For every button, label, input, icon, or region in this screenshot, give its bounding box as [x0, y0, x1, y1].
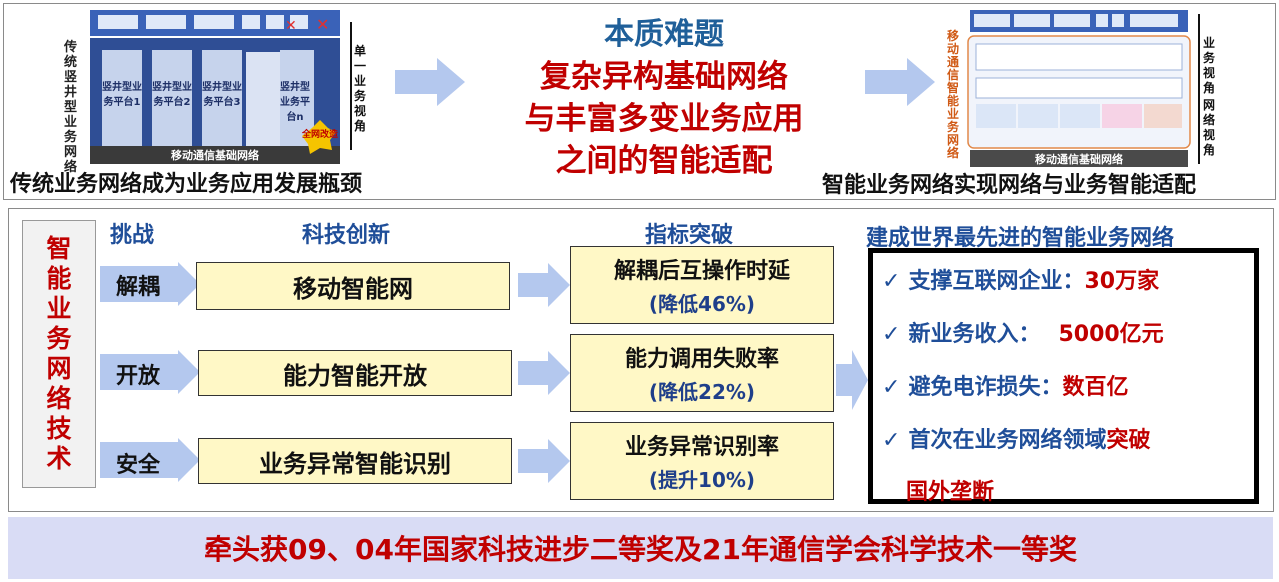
center-line-4: 之间的智能适配 — [555, 143, 773, 179]
center-statement: 本质难题 复杂异构基础网络 与丰富多变业务应用 之间的智能适配 — [468, 14, 860, 182]
row-3-challenge: 安全 — [116, 453, 161, 478]
left-diagram: ✕ ✕ — [80, 8, 342, 165]
center-line-2: 复杂异构基础网络 — [540, 59, 788, 95]
result-2-label: 新业务收入： — [908, 322, 1041, 347]
results-box — [868, 248, 1259, 504]
row-2-metric: 能力调用失败率 — [624, 347, 779, 372]
row-1-metric: 解耦后互操作时延 — [613, 259, 790, 284]
check-icon: ✓ — [882, 375, 901, 400]
right-caption: 智能业务网络实现网络与业务智能适配 — [822, 173, 1197, 198]
result-item-2: ✓ 新业务收入： 5000亿元 — [882, 316, 1164, 348]
left-diagram-right-arrow — [350, 22, 352, 150]
row-2-challenge: 开放 — [116, 364, 161, 389]
check-icon: ✓ — [882, 269, 901, 294]
right-diagram-side-label: 移动通信智能业务网络 — [947, 29, 960, 160]
result-item-4: ✓ 首次在业务网络领域突破 — [882, 422, 1150, 454]
result-item-1: ✓ 支撑互联网企业：30万家 — [882, 263, 1159, 295]
row-2-innovation-box: 能力智能开放 — [198, 350, 512, 396]
result-1-label: 支撑互联网企业： — [908, 269, 1085, 294]
right-diagram-view-network: 网络视角 — [1203, 98, 1216, 157]
vertical-title-box: 智能业务网络技术 — [22, 220, 96, 488]
vertical-title: 智能业务网络技术 — [46, 234, 72, 473]
platform-1-label: 竖井型业务平台1 — [102, 82, 142, 108]
left-diagram-bottom-bar: 移动通信基础网络 — [171, 149, 259, 162]
middle-panel — [8, 208, 1274, 512]
result-3-label: 避免电诈损失： — [908, 375, 1063, 400]
right-diagram-axis — [1198, 14, 1200, 164]
row-1-change: (降低46%) — [648, 292, 756, 316]
row-1-innovation-box: 移动智能网 — [196, 262, 510, 310]
row-2-challenge-arrow — [100, 350, 200, 394]
row-3-arrow — [518, 439, 570, 483]
header-goal: 建成世界最先进的智能业务网络 — [866, 226, 1175, 251]
left-diagram-platform-labels: 竖井型业务平台1 竖井型业务平台2 竖井型业务平台3 竖井型业务平台n — [102, 78, 312, 138]
header-metric: 指标突破 — [645, 223, 734, 248]
award-banner: 牵头获09、04年国家科技进步二等奖及21年通信学会科学技术一等奖 — [8, 517, 1273, 579]
result-item-3: ✓ 避免电诈损失：数百亿 — [882, 369, 1128, 401]
check-icon: ✓ — [882, 428, 901, 453]
row-2-metric-box: 能力调用失败率 (降低22%) — [570, 334, 834, 412]
header-innovation: 科技创新 — [302, 223, 391, 248]
results-arrow — [836, 350, 868, 410]
svg-text:✕: ✕ — [316, 15, 329, 34]
platform-2-label: 竖井型业务平台2 — [152, 82, 192, 108]
row-3-change: (提升10%) — [648, 468, 756, 492]
row-1-metric-box: 解耦后互操作时延 (降低46%) — [570, 246, 834, 324]
top-panel — [3, 3, 1276, 200]
check-icon: ✓ — [882, 322, 901, 347]
traditional-network-diagram: ✕ ✕ — [90, 10, 340, 164]
platform-3-label: 竖井型业务平台3 — [202, 82, 242, 108]
row-2-arrow — [518, 351, 570, 395]
center-heading: 本质难题 — [604, 17, 724, 52]
result-4-label: 首次在业务网络领域 — [908, 428, 1107, 453]
svg-text:✕: ✕ — [285, 18, 297, 34]
center-line-3: 与丰富多变业务应用 — [524, 101, 804, 137]
row-1-arrow — [518, 263, 570, 307]
left-diagram-side-label: 传统竖井型业务网络 — [64, 40, 78, 175]
row-3-metric: 业务异常识别率 — [624, 435, 779, 460]
result-1-value: 30万家 — [1084, 269, 1160, 294]
right-diagram — [960, 8, 1192, 168]
row-1-challenge-arrow — [100, 262, 200, 306]
result-3-value: 数百亿 — [1062, 375, 1129, 400]
smart-network-diagram — [967, 10, 1191, 167]
result-4-value: 突破 — [1106, 428, 1151, 453]
row-2-change: (降低22%) — [648, 380, 756, 404]
row-3-challenge-arrow — [100, 438, 200, 482]
left-diagram-right-label: 单一业务视角 — [354, 44, 367, 133]
result-2-value: 5000亿元 — [1058, 322, 1164, 347]
header-challenge: 挑战 — [110, 223, 155, 248]
right-diagram-bottom-bar: 移动通信基础网络 — [1035, 153, 1123, 166]
result-4-tail: 国外垄断 — [906, 480, 995, 505]
right-diagram-view-business: 业务视角 — [1203, 36, 1216, 95]
platform-n-label: 竖井型业务平台n — [280, 82, 310, 123]
left-diagram-badge: 全网改造 — [302, 130, 339, 140]
award-text: 牵头获09、04年国家科技进步二等奖及21年通信学会科学技术一等奖 — [204, 533, 1077, 566]
top-arrow-left — [395, 58, 465, 106]
row-3-metric-box: 业务异常识别率 (提升10%) — [570, 422, 834, 500]
row-3-innovation-box: 业务异常智能识别 — [198, 438, 512, 484]
row-1-challenge: 解耦 — [116, 275, 161, 300]
top-arrow-right — [865, 58, 935, 106]
left-caption: 传统业务网络成为业务应用发展瓶颈 — [10, 172, 363, 197]
